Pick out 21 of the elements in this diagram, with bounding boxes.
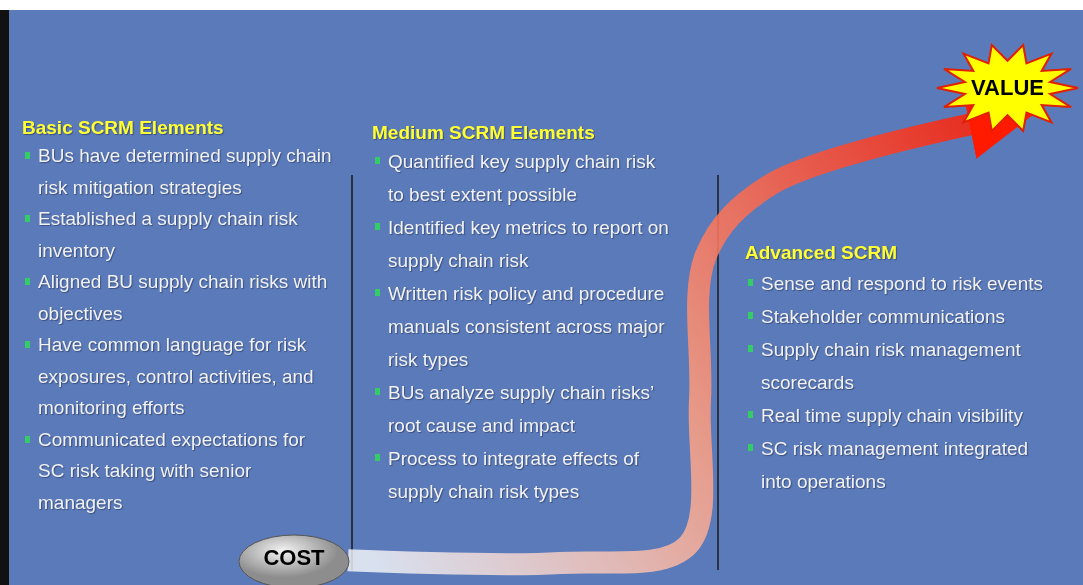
bullet-item: SC risk management integrated into operations [745,432,1059,498]
bullet-item: Have common language for risk exposures, control activities, and monitoring efforts [22,329,336,424]
bullet-item: Supply chain risk management scorecards [745,333,1059,399]
bullet-item: Written risk policy and procedure manuals consistent across major risk types [372,277,674,376]
column-heading: Advanced SCRM [745,241,899,265]
bullet-item: Aligned BU supply chain risks with objectives [22,266,336,329]
bullet-item: Identified key metrics to report on supply chain risk [372,211,674,277]
starburst [935,42,1080,134]
bullet-item: BUs analyze supply chain risks’ root cause and impact [372,376,674,442]
bullet-item: Sense and respond to risk events [745,267,1059,300]
bullet-item: Communicated expectations for SC risk taking with senior managers [22,423,336,518]
column-heading: Medium SCRM Elements [372,121,596,145]
node-label: VALUE [971,75,1044,101]
column-heading: Basic SCRM Elements [22,116,225,140]
bullet-item: Established a supply chain risk inventory [22,203,336,266]
node-label: COST [263,544,325,571]
bullet-item: BUs have determined supply chain risk mitigation strategies [22,140,336,203]
bullet-item: Real time supply chain visibility [745,399,1059,432]
bullet-item: Stakeholder communications [745,300,1059,333]
bullet-item: Process to integrate effects of supply chain risk types [372,442,674,508]
bullet-item: Quantified key supply chain risk to best extent possible [372,145,674,211]
